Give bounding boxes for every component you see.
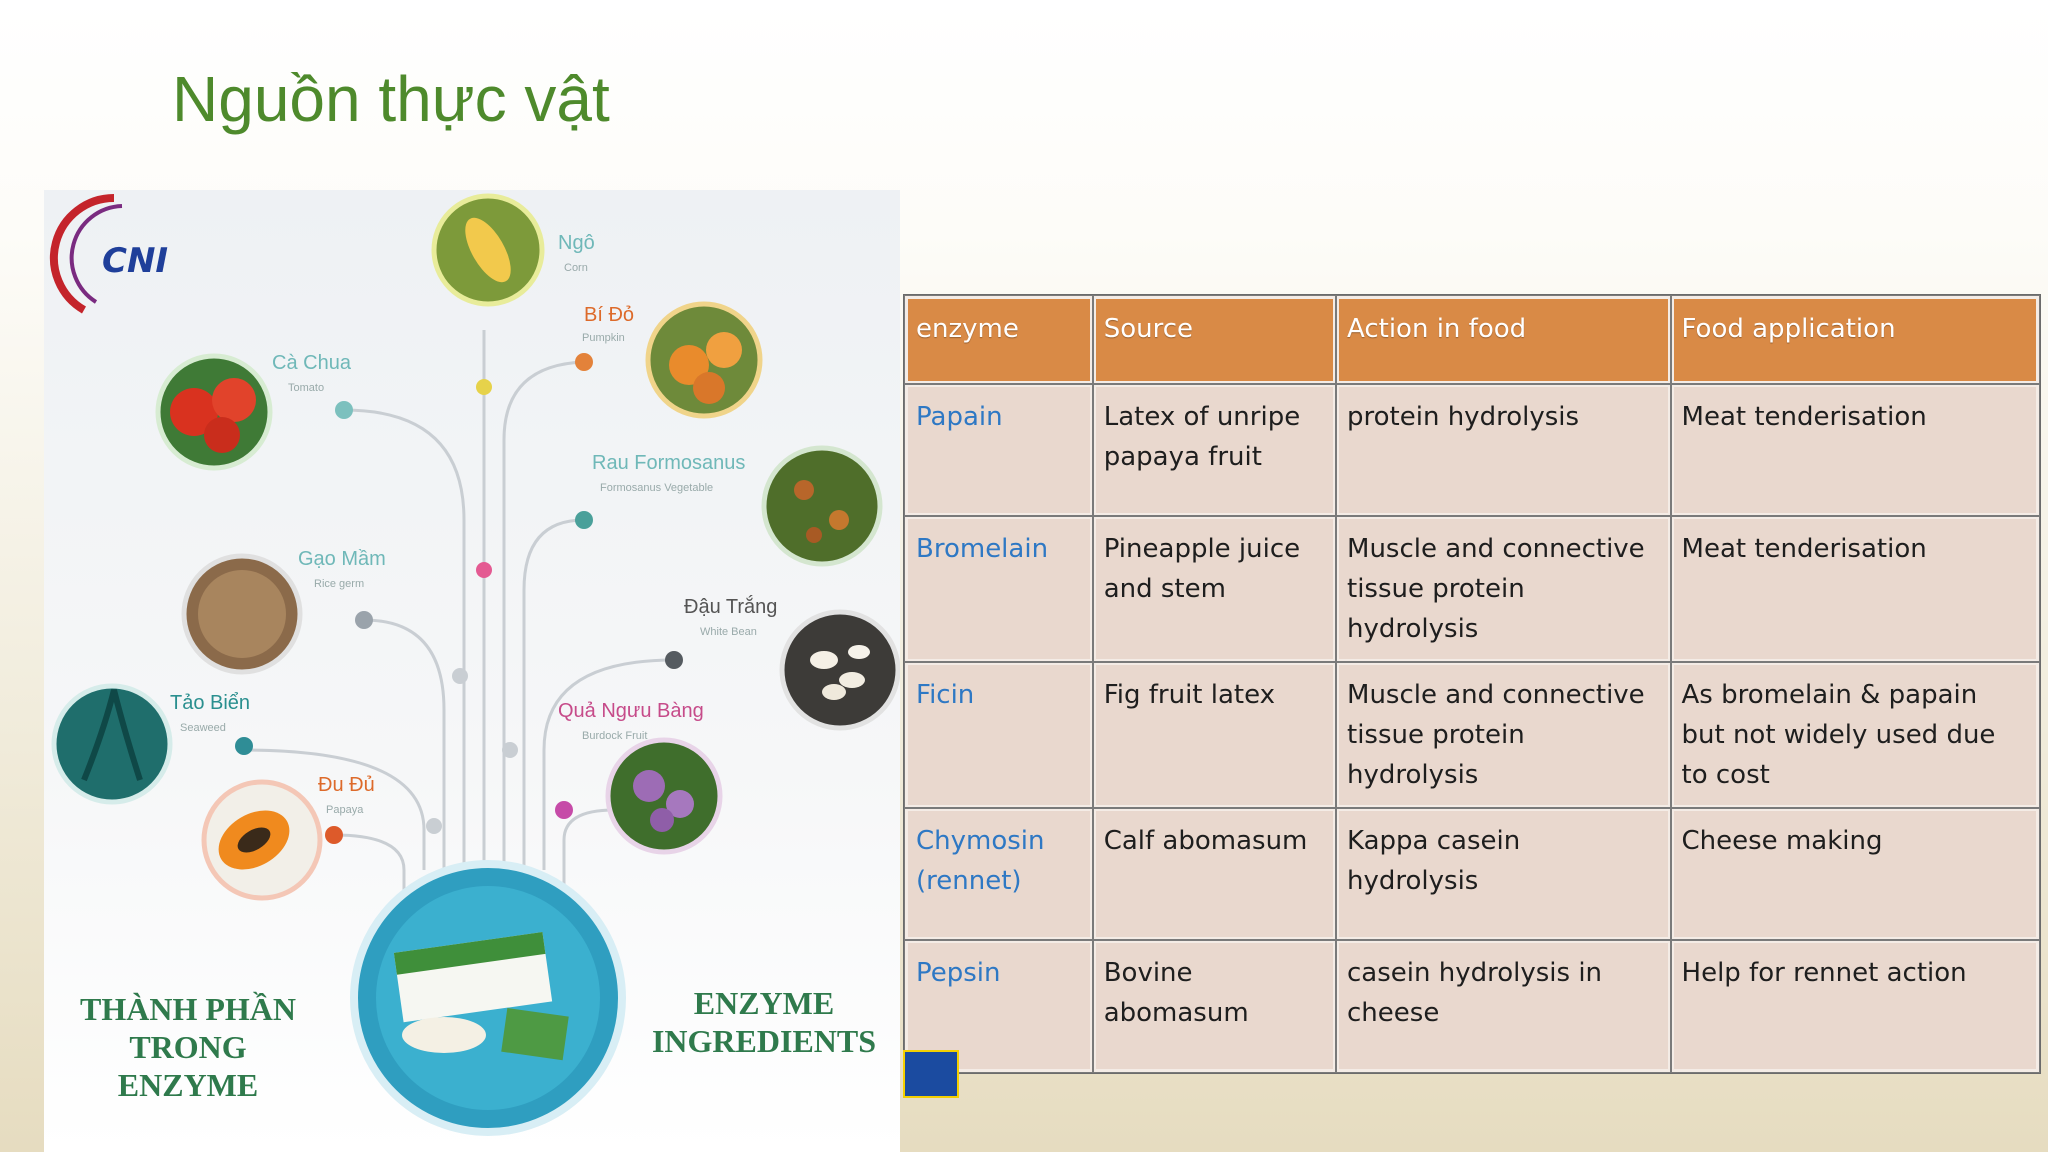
cell-enzyme: Pepsin <box>904 939 1094 1073</box>
cell-source: Bovine abomasum <box>1091 939 1338 1073</box>
plant-label-tomato: Cà Chua <box>272 352 351 374</box>
formosanus-vegetable-image <box>761 445 883 567</box>
cell-application: Meat tenderisation <box>1669 515 2041 663</box>
burdock-fruit-image <box>605 737 723 855</box>
header-application: Food application <box>1669 295 2041 385</box>
header-source: Source <box>1091 295 1338 385</box>
plant-sub-corn: Corn <box>564 262 588 274</box>
cell-application: Cheese making <box>1669 807 2041 941</box>
cell-action: Muscle and connective tissue protein hyd… <box>1335 515 1672 663</box>
table-row: Pepsin Bovine abomasum casein hydrolysis… <box>904 939 2041 1073</box>
table-row: Papain Latex of unripe papaya fruit prot… <box>904 383 2041 517</box>
plant-label-papaya: Đu Đủ <box>318 774 375 796</box>
caption-vietnamese: THÀNH PHẦN TRONG ENZYME <box>68 990 308 1104</box>
cell-enzyme: Bromelain <box>904 515 1094 663</box>
papaya-image <box>201 779 323 901</box>
plant-sub-burdock: Burdock Fruit <box>582 730 648 742</box>
header-enzyme: enzyme <box>904 295 1094 385</box>
enzyme-table: enzyme Source Action in food Food applic… <box>903 294 2041 1074</box>
cell-enzyme: Chymosin (rennet) <box>904 807 1094 941</box>
cell-action: casein hydrolysis in cheese <box>1335 939 1672 1073</box>
cell-action: Muscle and connective tissue protein hyd… <box>1335 661 1672 809</box>
cell-action: Kappa casein hydrolysis <box>1335 807 1672 941</box>
table-row: Chymosin (rennet) Calf abomasum Kappa ca… <box>904 807 2041 941</box>
cell-source: Calf abomasum <box>1091 807 1338 941</box>
caption-vietnamese-line-2: TRONG ENZYME <box>117 1029 259 1103</box>
cell-source: Pineapple juice and stem <box>1091 515 1338 663</box>
caption-english-line-1: ENZYME <box>693 985 835 1021</box>
slide-title: Nguồn thực vật <box>172 63 610 135</box>
plant-sub-pumpkin: Pumpkin <box>582 332 625 344</box>
cell-action: protein hydrolysis <box>1335 383 1672 517</box>
infographic-graphic <box>51 193 900 1136</box>
header-action: Action in food <box>1335 295 1672 385</box>
plant-label-burdock: Quả Ngưu Bàng <box>558 700 704 722</box>
table-row: Ficin Fig fruit latex Muscle and connect… <box>904 661 2041 809</box>
plant-sub-tomato: Tomato <box>288 382 325 394</box>
enzyme-product-image <box>350 860 626 1136</box>
corn-image <box>431 193 545 307</box>
footer-logo-icon <box>903 1050 959 1098</box>
plant-label-white-bean: Đậu Trắng <box>684 596 778 618</box>
plant-label-seaweed: Tảo Biển <box>170 692 251 714</box>
cni-logo-text: CNI <box>102 241 168 281</box>
caption-english: ENZYME INGREDIENTS <box>644 984 884 1060</box>
plant-sub-seaweed: Seaweed <box>180 722 226 734</box>
cni-logo: CNI <box>49 194 168 314</box>
plant-sub-formosanus: Formosanus Vegetable <box>600 482 714 494</box>
cell-application: As bromelain & papain but not widely use… <box>1669 661 2041 809</box>
seaweed-image <box>51 683 173 805</box>
plant-sub-white-bean: White Bean <box>700 626 757 638</box>
cell-source: Fig fruit latex <box>1091 661 1338 809</box>
plant-label-rice-germ: Gạo Mầm <box>298 548 386 570</box>
caption-english-line-2: INGREDIENTS <box>651 1023 877 1059</box>
pumpkin-image <box>645 301 763 419</box>
white-bean-image <box>779 609 900 731</box>
cell-application: Help for rennet action <box>1669 939 2041 1073</box>
cell-enzyme: Papain <box>904 383 1094 517</box>
cell-enzyme: Ficin <box>904 661 1094 809</box>
plant-label-pumpkin: Bí Đỏ <box>584 304 635 326</box>
plant-sub-papaya: Papaya <box>326 804 364 816</box>
plant-sub-rice-germ: Rice germ <box>314 578 365 590</box>
plant-label-corn: Ngô <box>558 232 595 254</box>
table-row: Bromelain Pineapple juice and stem Muscl… <box>904 515 2041 663</box>
cell-application: Meat tenderisation <box>1669 383 2041 517</box>
tomato-image <box>155 353 273 471</box>
caption-vietnamese-line-1: THÀNH PHẦN <box>80 991 296 1027</box>
enzyme-ingredients-infographic: CNI Ngô Corn Bí Đỏ Pumpkin Cà Chua Tomat… <box>44 190 900 1152</box>
table-header-row: enzyme Source Action in food Food applic… <box>904 295 2041 385</box>
cell-source: Latex of unripe papaya fruit <box>1091 383 1338 517</box>
plant-label-formosanus: Rau Formosanus <box>592 452 746 474</box>
rice-germ-image <box>181 553 303 675</box>
